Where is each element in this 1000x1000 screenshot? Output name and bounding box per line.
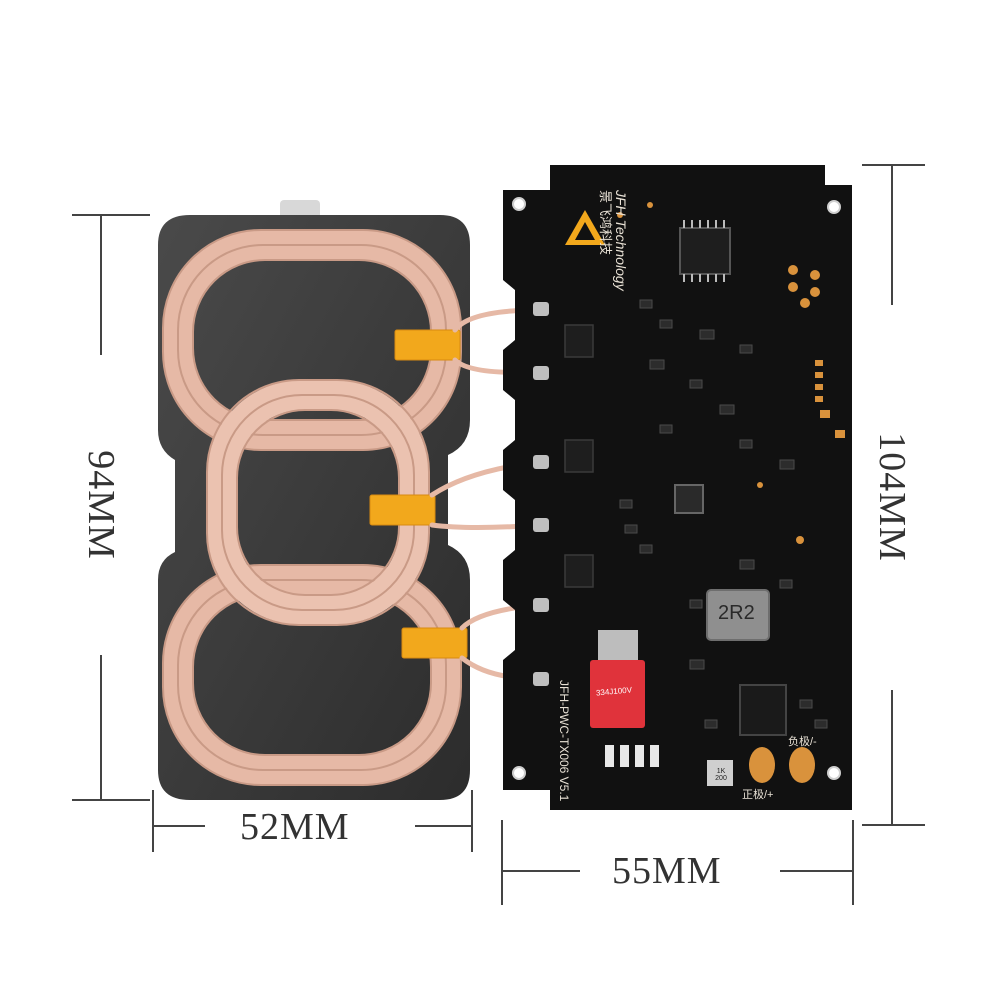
board-width-label: 55MM <box>612 850 722 892</box>
inductor-marking: 2R2 <box>718 602 755 624</box>
kapton-tape <box>369 329 468 659</box>
brand-chinese: 景飞鸿科技 <box>598 190 613 256</box>
model-number: JFH-PWC-TX006 V5.1 <box>557 680 571 802</box>
positive-terminal-label: 正极/+ <box>742 789 774 801</box>
small-part-marking: 1K 200 <box>715 768 727 782</box>
ferrite-shield <box>158 200 470 800</box>
dimension-lines <box>72 164 925 905</box>
coil-width-label: 52MM <box>240 806 350 848</box>
coil-height-label: 94MM <box>80 450 122 560</box>
coil-bottom <box>162 564 462 786</box>
board-height-label: 104MM <box>871 432 913 562</box>
negative-terminal-label: 负极/- <box>788 736 817 748</box>
brand-english: JFH Technology <box>613 190 629 291</box>
pcb-board <box>503 165 852 810</box>
